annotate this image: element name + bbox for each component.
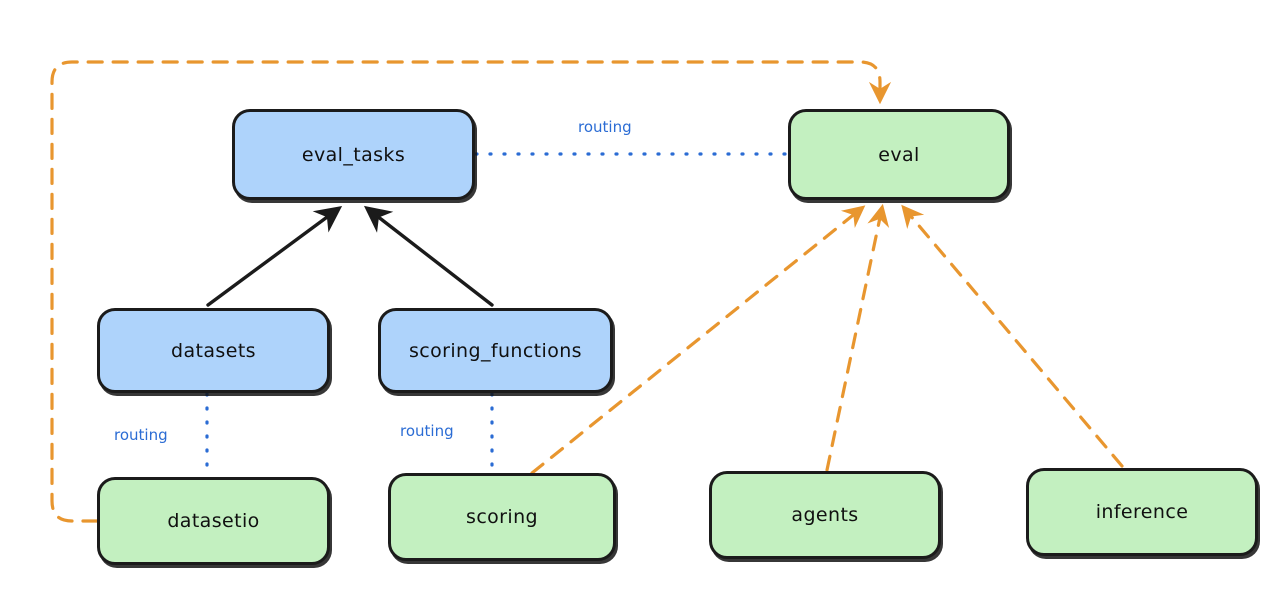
node-label-eval-tasks: eval_tasks [301,143,406,166]
node-label-scoring-functions: scoring_functions [409,339,582,362]
edge-inference-eval [901,204,1124,468]
edge-agents-eval [825,203,890,472]
node-scoring[interactable]: scoring [388,473,616,561]
node-datasetio[interactable]: datasetio [97,477,330,565]
node-label-datasets: datasets [171,339,256,362]
node-eval[interactable]: eval [788,109,1010,200]
edge-datasets-eval_tasks [206,205,343,307]
node-label-inference: inference [1095,501,1189,523]
node-label-agents: agents [791,504,859,526]
node-label-datasetio: datasetio [167,510,260,532]
edge-label-routing-datasets-datasetio: routing [114,426,168,444]
edge-label-routing-scoring-functions-scoring: routing [400,422,454,440]
node-eval-tasks[interactable]: eval_tasks [232,109,475,200]
edge-datasetio-eval [50,60,892,523]
edge-scoring-eval [530,205,866,475]
node-scoring-functions[interactable]: scoring_functions [378,308,613,393]
node-label-scoring: scoring [466,506,538,528]
edge-label-routing-eval-tasks-eval: routing [578,118,632,136]
edge-scoring_functions-eval_tasks [363,205,494,307]
node-agents[interactable]: agents [709,471,941,559]
node-label-eval: eval [878,143,920,166]
node-datasets[interactable]: datasets [97,308,330,393]
node-inference[interactable]: inference [1026,468,1258,556]
